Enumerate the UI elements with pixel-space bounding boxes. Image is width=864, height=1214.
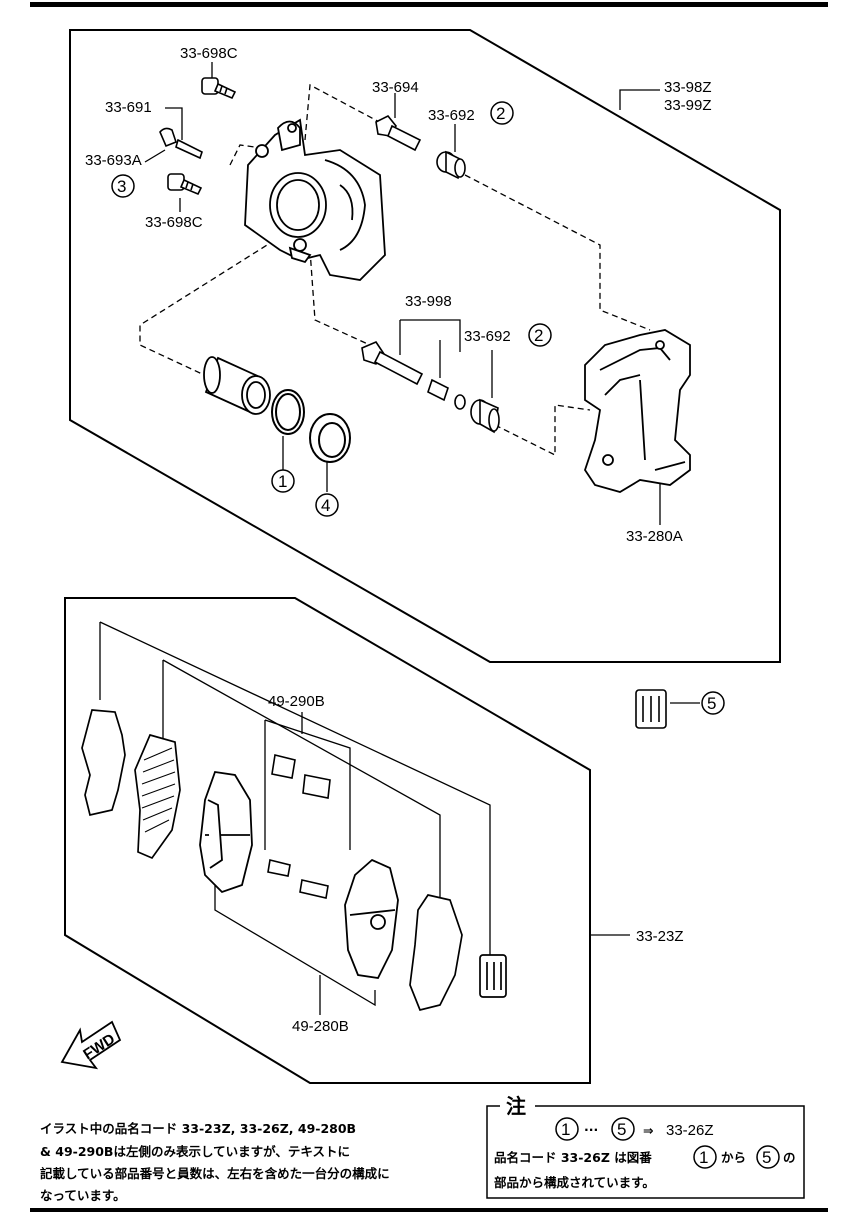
note-left-line1: イラスト中の品名コード 33-23Z, 33-26Z, 49-280B — [40, 1121, 356, 1136]
inner-shim — [409, 894, 463, 1012]
dust-boot — [309, 413, 351, 463]
note-box: 注 1 ··· 5 ⇒ 33-26Z 品名コード 33-26Z は図番 1 から… — [486, 1094, 805, 1199]
pad-kit-frame — [64, 597, 591, 1084]
label-pad: 49-280B — [292, 1018, 349, 1035]
note-range-to: 5 — [617, 1120, 626, 1139]
label-shim-kit: 49-290B — [268, 693, 325, 710]
note-line3: 部品から構成されています。 — [494, 1175, 655, 1190]
brake-pad-inner — [344, 858, 399, 979]
boot-lower — [470, 398, 500, 434]
outer-shim — [81, 709, 126, 817]
note-range-dots: ··· — [584, 1122, 598, 1137]
label-bleeder: 33-691 — [105, 99, 152, 116]
caliper-assembly-frame — [69, 29, 781, 663]
shim-part-5 — [635, 689, 667, 729]
callout-4: 4 — [321, 496, 330, 515]
callout-2-lower: 2 — [534, 326, 543, 345]
bolt-top — [201, 77, 237, 100]
label-caliper-assy-1: 33-98Z — [664, 79, 712, 96]
note-arrow: ⇒ — [643, 1123, 653, 1138]
bolt-bottom — [167, 173, 203, 196]
brake-pad-outer — [199, 771, 253, 894]
note-line2-c: の — [783, 1150, 796, 1165]
top-rule — [30, 2, 828, 7]
label-boot-upper: 33-692 — [428, 107, 475, 124]
guide-pin-upper — [375, 114, 422, 152]
label-bolt-top: 33-698C — [180, 45, 238, 62]
callout-1: 1 — [278, 472, 287, 491]
wear-indicator-shim — [479, 954, 507, 998]
leader-lines — [99, 62, 700, 1015]
piston-seal — [271, 389, 305, 435]
anti-squeal-shim — [134, 733, 181, 860]
label-caliper-assy-2: 33-99Z — [664, 97, 712, 114]
note-line2-c2: 5 — [762, 1148, 771, 1167]
label-boot-lower: 33-692 — [464, 328, 511, 345]
note-left-line2: & 49-290Bは左側のみ表示していますが、テキストに — [40, 1144, 350, 1159]
label-bracket: 33-280A — [626, 528, 683, 545]
label-guide-pin-upper: 33-694 — [372, 79, 419, 96]
callout-5: 5 — [707, 694, 716, 713]
fwd-arrow: FWD — [60, 1020, 122, 1070]
label-guide-pin-lower: 33-998 — [405, 293, 452, 310]
caliper-body — [244, 118, 386, 281]
note-range-from: 1 — [561, 1120, 570, 1139]
bleeder-screw — [159, 127, 203, 160]
shim-clips — [267, 754, 331, 899]
note-left-line4: なっています。 — [40, 1188, 126, 1203]
note-box-title: 注 — [506, 1094, 526, 1118]
label-bolt-bottom: 33-698C — [145, 214, 203, 231]
note-line2-a: 品名コード 33-26Z は図番 — [494, 1150, 652, 1165]
note-line2-c1: 1 — [699, 1148, 708, 1167]
assembly-dashed-lines — [139, 83, 651, 457]
boot-upper — [436, 150, 466, 180]
piston — [203, 356, 271, 415]
note-range-code: 33-26Z — [666, 1122, 714, 1139]
guide-pin-lower — [361, 341, 466, 410]
note-line2-b: から — [721, 1150, 746, 1165]
bottom-rule — [30, 1208, 828, 1212]
callout-2-upper: 2 — [496, 104, 505, 123]
note-left-line3: 記載している部品番号と員数は、左右を含めた一台分の構成に — [40, 1166, 390, 1181]
label-pad-set: 33-23Z — [636, 928, 684, 945]
label-bleeder-cap: 33-693A — [85, 152, 142, 169]
callout-3: 3 — [117, 177, 126, 196]
callout-circles — [111, 101, 725, 715]
caliper-bracket — [584, 329, 691, 493]
